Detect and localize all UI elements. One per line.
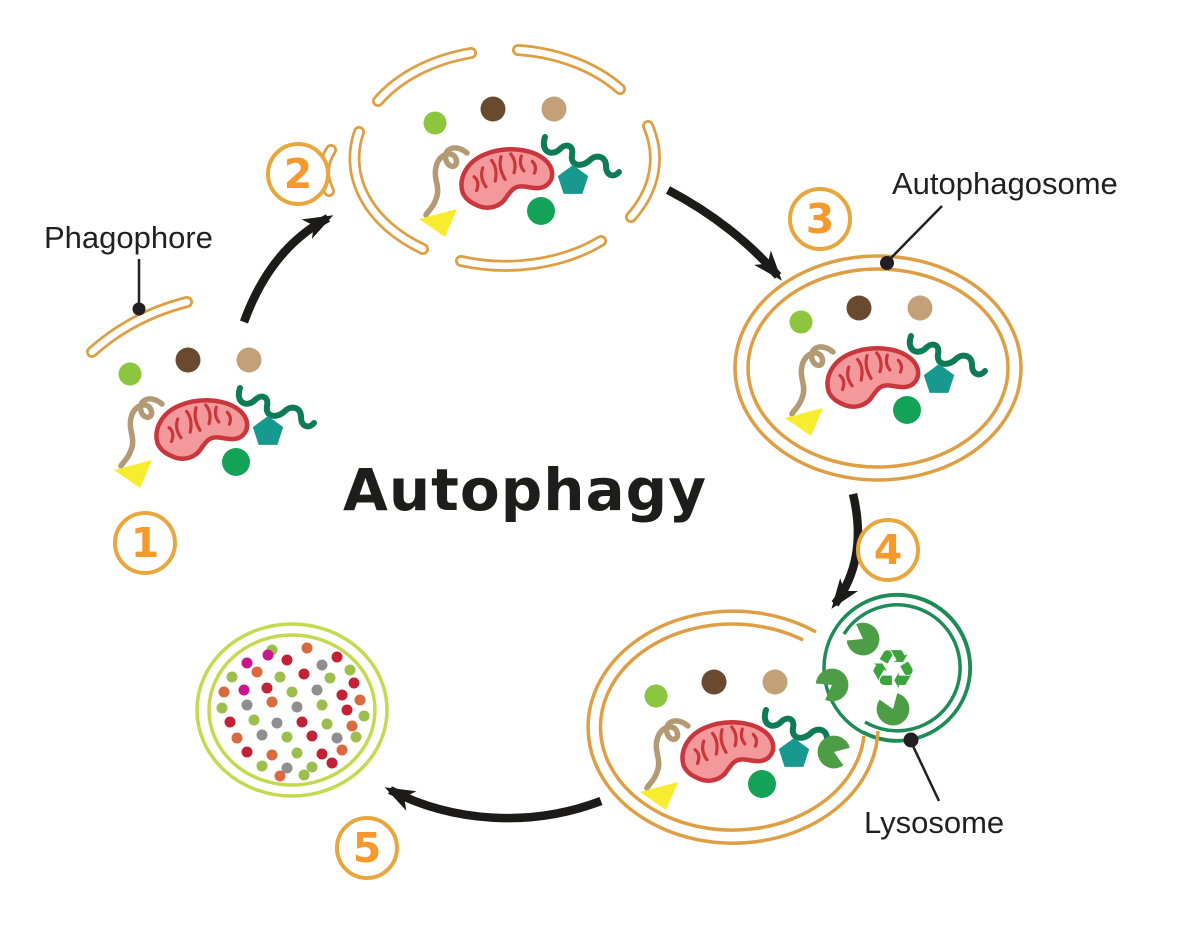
- step-badge-3: 3: [788, 187, 852, 251]
- degraded-dot: [238, 684, 250, 696]
- cargo-cluster-stage4: [640, 670, 840, 811]
- degraded-dot: [298, 668, 310, 680]
- degraded-dot: [350, 731, 362, 743]
- degraded-dot: [326, 757, 338, 769]
- diagram-title: Autophagy: [342, 456, 708, 524]
- phagophore-membrane: [86, 296, 193, 358]
- degraded-dot: [354, 694, 366, 706]
- step-badge-5: 5: [335, 816, 399, 880]
- degraded-dot: [241, 699, 253, 711]
- degraded-dot: [296, 716, 308, 728]
- degraded-dot: [321, 718, 333, 730]
- degraded-dot: [274, 671, 286, 683]
- arrow-step-3-4: [831, 493, 863, 609]
- degraded-dot: [266, 696, 278, 708]
- degraded-material-dots: [216, 642, 370, 782]
- degraded-dot: [298, 769, 310, 781]
- degraded-dot: [331, 651, 343, 663]
- degraded-dot: [241, 746, 253, 758]
- degraded-dot: [286, 686, 298, 698]
- degraded-dot: [346, 720, 358, 732]
- degraded-dot: [271, 717, 283, 729]
- degraded-dot: [324, 672, 336, 684]
- degraded-dot: [251, 666, 263, 678]
- degraded-dot: [311, 684, 323, 696]
- degraded-dot: [281, 731, 293, 743]
- recycle-icon: ♻: [869, 638, 917, 701]
- degraded-dot: [301, 642, 313, 654]
- cargo-cluster-stage1: [114, 348, 314, 489]
- degraded-dot: [306, 730, 318, 742]
- degraded-dot: [216, 702, 228, 714]
- lysosome-pointer: [903, 732, 941, 802]
- degraded-dot: [256, 729, 268, 741]
- cargo-cluster-stage2: [419, 97, 619, 238]
- degraded-dot: [341, 704, 353, 716]
- degraded-dot: [336, 744, 348, 756]
- arrow-step-4-5: [384, 786, 603, 823]
- degraded-dot: [262, 649, 274, 661]
- fusing-autophagosome-membrane: [586, 609, 880, 845]
- arrow-step-2-3: [666, 186, 782, 281]
- degraded-dot: [281, 762, 293, 774]
- autophagosome-label: Autophagosome: [892, 166, 1118, 201]
- degraded-dot: [274, 770, 286, 782]
- degraded-dot: [281, 654, 293, 666]
- degraded-dot: [291, 701, 303, 713]
- degraded-dot: [358, 710, 370, 722]
- degraded-dot: [261, 682, 273, 694]
- degraded-dot: [306, 761, 318, 773]
- degraded-dot: [248, 714, 260, 726]
- degraded-dot: [316, 748, 328, 760]
- degraded-dot: [224, 716, 236, 728]
- lysosome-label: Lysosome: [864, 805, 1005, 840]
- phagophore-label: Phagophore: [44, 220, 213, 255]
- step-badge-1: 1: [113, 511, 177, 575]
- degraded-dot: [316, 699, 328, 711]
- degraded-dot: [266, 749, 278, 761]
- degraded-dot: [231, 732, 243, 744]
- degraded-dot: [348, 677, 360, 689]
- degraded-dot: [331, 732, 343, 744]
- autophagosome-pointer: [880, 205, 943, 270]
- degraded-dot: [218, 686, 230, 698]
- degraded-dot: [316, 659, 328, 671]
- degraded-dot: [241, 657, 253, 669]
- degraded-dot: [256, 760, 268, 772]
- degraded-dot: [291, 747, 303, 759]
- phagophore-pointer: [132, 259, 146, 316]
- arrow-step-1-2: [240, 214, 334, 324]
- step-badge-2: 2: [266, 142, 330, 206]
- degraded-dot: [226, 671, 238, 683]
- degraded-dot: [344, 664, 356, 676]
- step-badge-4: 4: [856, 518, 920, 582]
- enzyme-pacman: [812, 730, 853, 772]
- degraded-dot: [336, 689, 348, 701]
